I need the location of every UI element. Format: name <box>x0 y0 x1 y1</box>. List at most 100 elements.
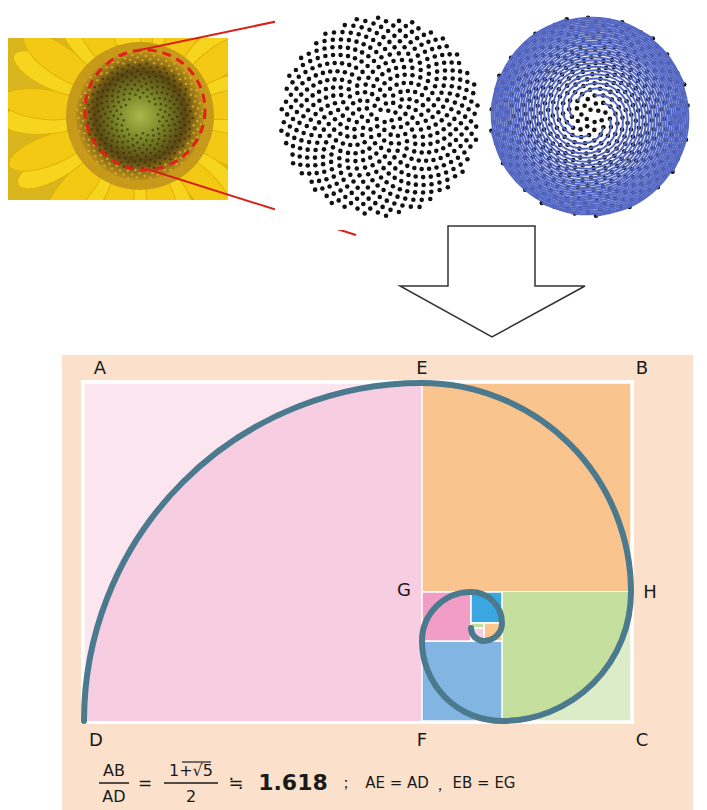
seed-dot <box>388 132 393 137</box>
seed-dot <box>421 183 426 188</box>
seed-dot <box>395 74 400 79</box>
corner-letter: A <box>94 358 106 378</box>
floret <box>99 138 102 141</box>
seed-dot <box>465 79 470 84</box>
seed-dot <box>361 125 366 130</box>
floret <box>166 146 169 149</box>
seed-dot <box>584 117 589 122</box>
seed-dot <box>458 77 463 82</box>
floret <box>94 155 97 158</box>
square-sector <box>84 383 422 721</box>
seed-dot <box>397 19 402 24</box>
corner-letter: C <box>636 730 649 750</box>
seed-dot <box>333 101 338 106</box>
seed-dot <box>366 54 371 59</box>
seed-dot <box>419 127 424 132</box>
seed-dot <box>368 45 373 50</box>
floret <box>88 150 91 153</box>
seed-dot <box>399 170 404 175</box>
floret <box>168 124 171 127</box>
floret <box>116 129 119 132</box>
seed-dot <box>386 171 391 176</box>
seed-dot <box>454 138 459 143</box>
seed-dot <box>403 34 408 39</box>
floret <box>147 134 150 137</box>
floret <box>190 88 193 91</box>
seed-dot <box>433 122 438 127</box>
floret <box>164 158 167 161</box>
seed-dot <box>373 201 378 206</box>
seed-dot <box>318 134 323 139</box>
seed-dot <box>289 105 294 110</box>
floret <box>99 154 102 157</box>
seed-dot <box>337 163 342 168</box>
seed-dot <box>353 159 358 164</box>
seed-dot <box>377 159 382 164</box>
seed-dot <box>426 79 431 84</box>
floret <box>158 150 161 153</box>
seed-dot <box>576 119 581 124</box>
floret <box>100 72 103 75</box>
floret <box>131 138 134 141</box>
seed-dot <box>363 82 368 87</box>
seed-dot <box>366 196 371 201</box>
seed-dot <box>439 90 444 95</box>
floret <box>111 100 114 103</box>
floret <box>121 74 124 77</box>
seed-dot <box>398 187 403 192</box>
seed-dot <box>391 23 396 28</box>
seed-dot <box>442 163 447 168</box>
floret <box>186 104 189 107</box>
floret <box>169 107 172 110</box>
floret <box>82 120 85 123</box>
seed-dot <box>329 152 334 157</box>
seed-dot <box>347 118 352 123</box>
floret <box>150 152 153 155</box>
seed-dot <box>377 42 382 47</box>
seed-dot <box>315 56 320 61</box>
seed-dot <box>391 93 396 98</box>
seed-dot <box>404 146 409 151</box>
floret <box>107 106 110 109</box>
seed-dot <box>380 205 385 210</box>
seed-dot <box>285 132 290 137</box>
seed-dot <box>449 160 454 165</box>
floret <box>117 101 120 104</box>
floret <box>164 134 167 137</box>
seed-dot <box>418 68 423 73</box>
floret <box>138 64 141 67</box>
floret <box>139 96 142 99</box>
seed-dot <box>349 201 354 206</box>
seed-dot <box>355 83 360 88</box>
seed-dot <box>441 146 446 151</box>
seed-dot <box>388 86 393 91</box>
seed-dot <box>303 70 308 75</box>
floret <box>178 94 181 97</box>
seed-dot <box>361 150 366 155</box>
seed-dot <box>456 155 461 160</box>
floret <box>86 84 89 87</box>
seed-dot <box>338 53 343 58</box>
seed-dot <box>353 47 358 52</box>
floret <box>157 113 160 116</box>
seed-dot <box>317 179 322 184</box>
floret <box>180 103 183 106</box>
seed-dot <box>314 41 319 46</box>
seed-dot <box>455 52 460 57</box>
seed-dot <box>314 48 319 53</box>
seed-dot <box>387 40 392 45</box>
seed-dot <box>284 86 289 91</box>
sunflower-photo <box>8 38 228 200</box>
seed-dot <box>290 80 295 85</box>
seed-dot <box>366 75 371 80</box>
seed-dot <box>325 103 330 108</box>
floret <box>168 141 171 144</box>
floret <box>117 61 120 64</box>
approx-sign: ≒ <box>228 773 243 793</box>
seed-dot <box>392 155 397 160</box>
seed-dot <box>311 103 316 108</box>
seed-dot <box>421 103 426 108</box>
floret <box>156 80 159 83</box>
floret <box>115 109 118 112</box>
seed-dot <box>448 132 453 137</box>
